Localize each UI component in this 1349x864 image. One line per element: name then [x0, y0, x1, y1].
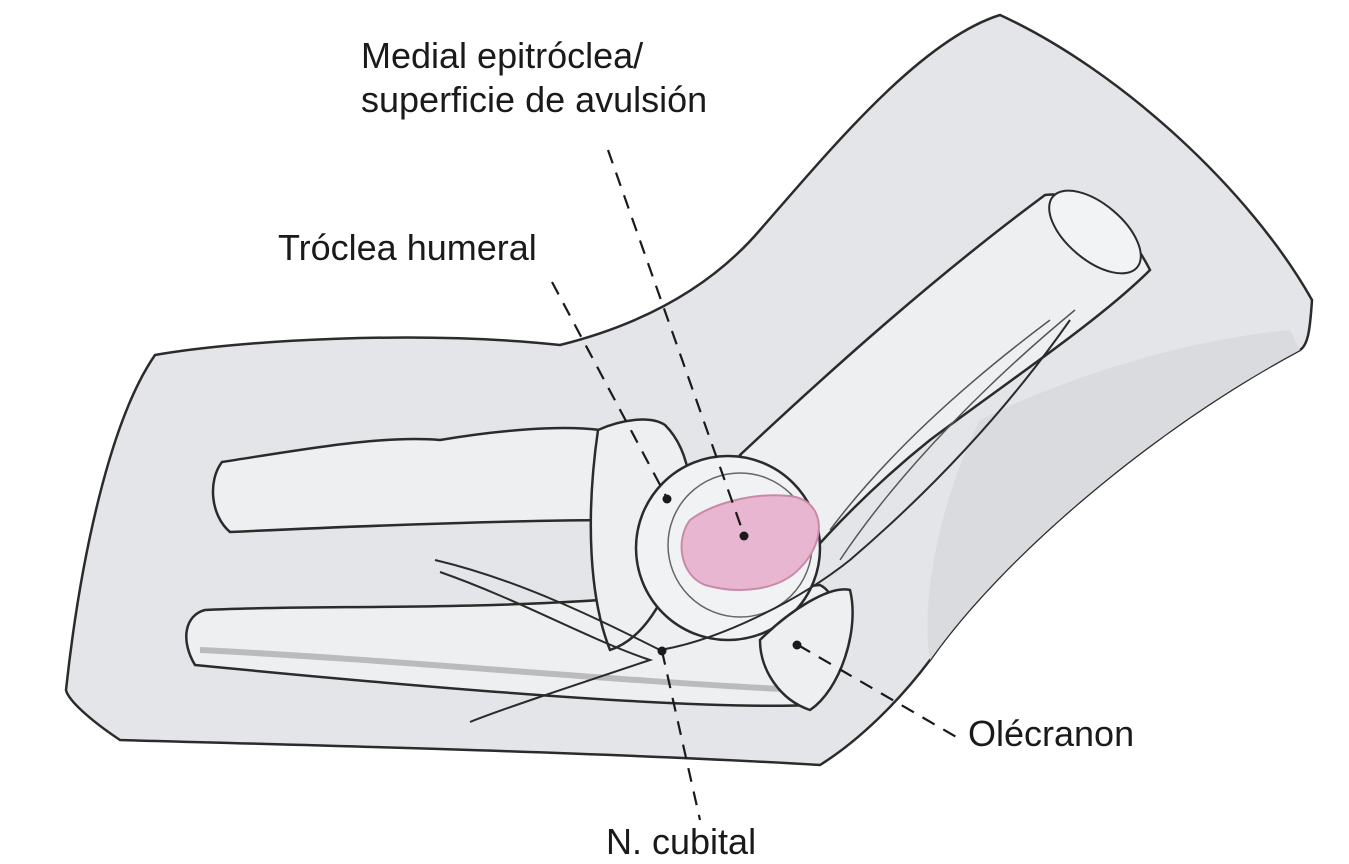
label-epitroclea-line1: Medial epitróclea/	[361, 34, 707, 78]
label-troclea-humeral: Tróclea humeral	[278, 226, 537, 270]
dot-cubital	[658, 647, 667, 656]
dot-epitroclea	[740, 532, 749, 541]
dot-troclea	[663, 495, 672, 504]
label-epitroclea-line2: superficie de avulsión	[361, 78, 707, 122]
label-olecranon: Olécranon	[968, 712, 1134, 756]
label-medial-epitroclea: Medial epitróclea/ superficie de avulsió…	[361, 34, 707, 122]
label-n-cubital: N. cubital	[606, 820, 756, 864]
dot-olecranon	[793, 641, 802, 650]
